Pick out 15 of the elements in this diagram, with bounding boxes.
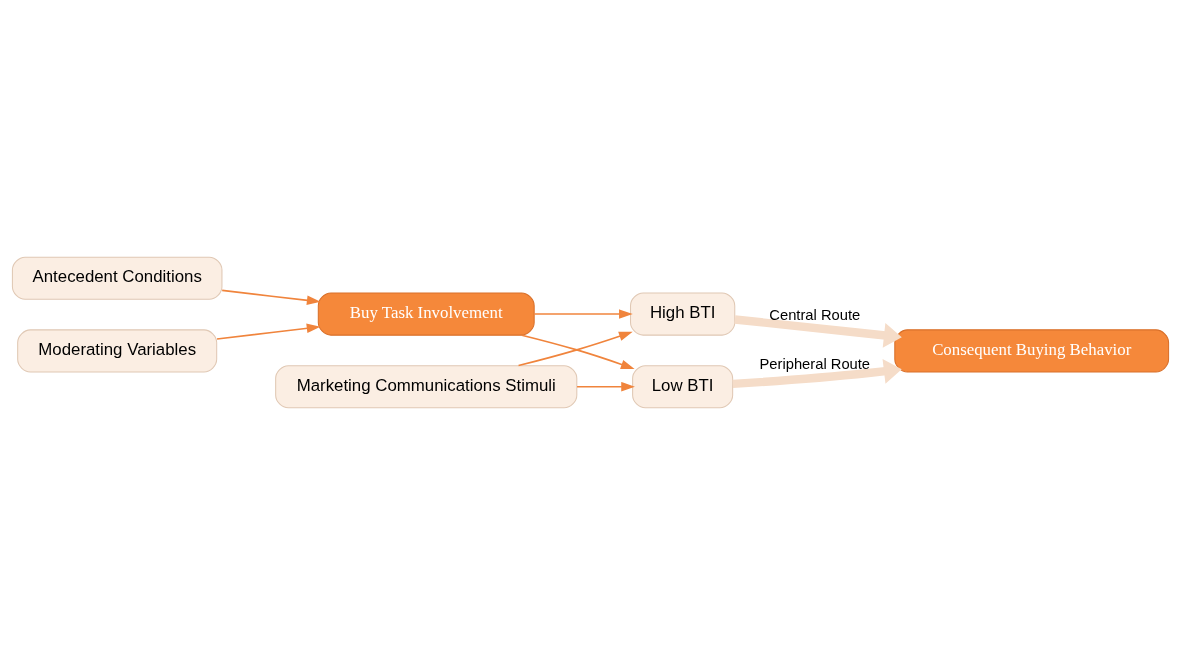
- arrow: [732, 358, 902, 388]
- arrow: [221, 289, 321, 305]
- edge-label: Central Route: [769, 306, 861, 323]
- arrow: [533, 308, 633, 319]
- arrow: [734, 314, 902, 348]
- edge-label: Peripheral Route: [759, 355, 871, 372]
- node-box: Buy Task Involvement: [317, 292, 535, 336]
- node-box: Low BTI: [632, 364, 734, 408]
- node-box: Antecedent Conditions: [11, 256, 223, 300]
- node-box: Moderating Variables: [17, 328, 218, 372]
- arrow: [216, 323, 321, 340]
- arrow: [576, 381, 635, 392]
- node-box: Marketing Communications Stimuli: [275, 364, 578, 408]
- node-box: Consequent Buying Behavior: [894, 328, 1170, 372]
- node-box: High BTI: [630, 292, 736, 336]
